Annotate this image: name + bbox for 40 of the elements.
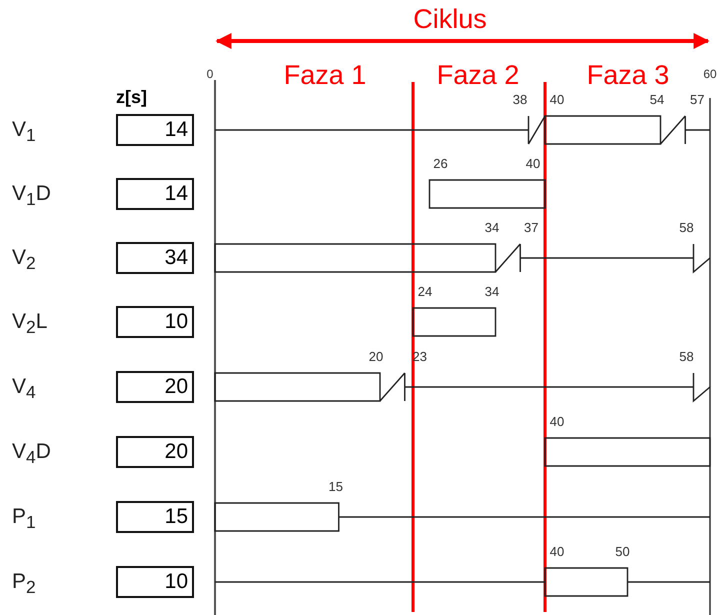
time-label: 26 bbox=[433, 157, 448, 170]
duration-cell: 20 bbox=[116, 371, 194, 403]
time-label: 40 bbox=[550, 545, 564, 558]
signal-group-label: V$_{2}$ bbox=[12, 247, 36, 273]
time-label: 57 bbox=[690, 93, 704, 106]
time-label: 58 bbox=[679, 221, 694, 234]
tick-label: 0 bbox=[206, 68, 214, 80]
duration-cell: 10 bbox=[116, 306, 194, 338]
signal-group-label: P$_{2}$ bbox=[12, 571, 36, 597]
cycle-label: Ciklus bbox=[413, 6, 487, 33]
time-label: 38 bbox=[512, 93, 528, 106]
time-label: 34 bbox=[484, 285, 500, 298]
phase-label: Faza 3 bbox=[586, 62, 670, 89]
time-label: 37 bbox=[524, 221, 538, 234]
signal-group-label: V$_{4}$ bbox=[12, 376, 36, 402]
phase-label: Faza 2 bbox=[436, 62, 520, 89]
time-label: 20 bbox=[368, 350, 384, 363]
time-label: 50 bbox=[615, 545, 630, 558]
duration-cell: 14 bbox=[116, 114, 194, 146]
signal-group-label: V$_{2}$L bbox=[12, 311, 48, 337]
time-label: 15 bbox=[328, 480, 343, 493]
duration-cell: 34 bbox=[116, 242, 194, 274]
duration-cell: 14 bbox=[116, 178, 194, 210]
signal-group-label: V$_{1}$ bbox=[12, 119, 36, 145]
column-header: z[s] bbox=[116, 88, 147, 106]
time-label: 58 bbox=[679, 350, 694, 363]
time-label: 24 bbox=[418, 285, 432, 298]
time-label: 54 bbox=[650, 93, 664, 106]
time-label: 40 bbox=[550, 93, 564, 106]
time-label: 34 bbox=[484, 221, 500, 234]
duration-cell: 10 bbox=[116, 566, 194, 598]
tick-label: 60 bbox=[703, 68, 717, 80]
duration-cell: 15 bbox=[116, 501, 194, 533]
signal-group-label: V$_{1}$D bbox=[12, 183, 51, 209]
phase-label: Faza 1 bbox=[284, 62, 366, 89]
time-label: 40 bbox=[550, 415, 564, 428]
duration-cell: 20 bbox=[116, 436, 194, 468]
time-label: 40 bbox=[526, 157, 540, 170]
signal-group-label: V$_{4}$D bbox=[12, 441, 51, 467]
signal-group-label: P$_{1}$ bbox=[12, 506, 36, 532]
